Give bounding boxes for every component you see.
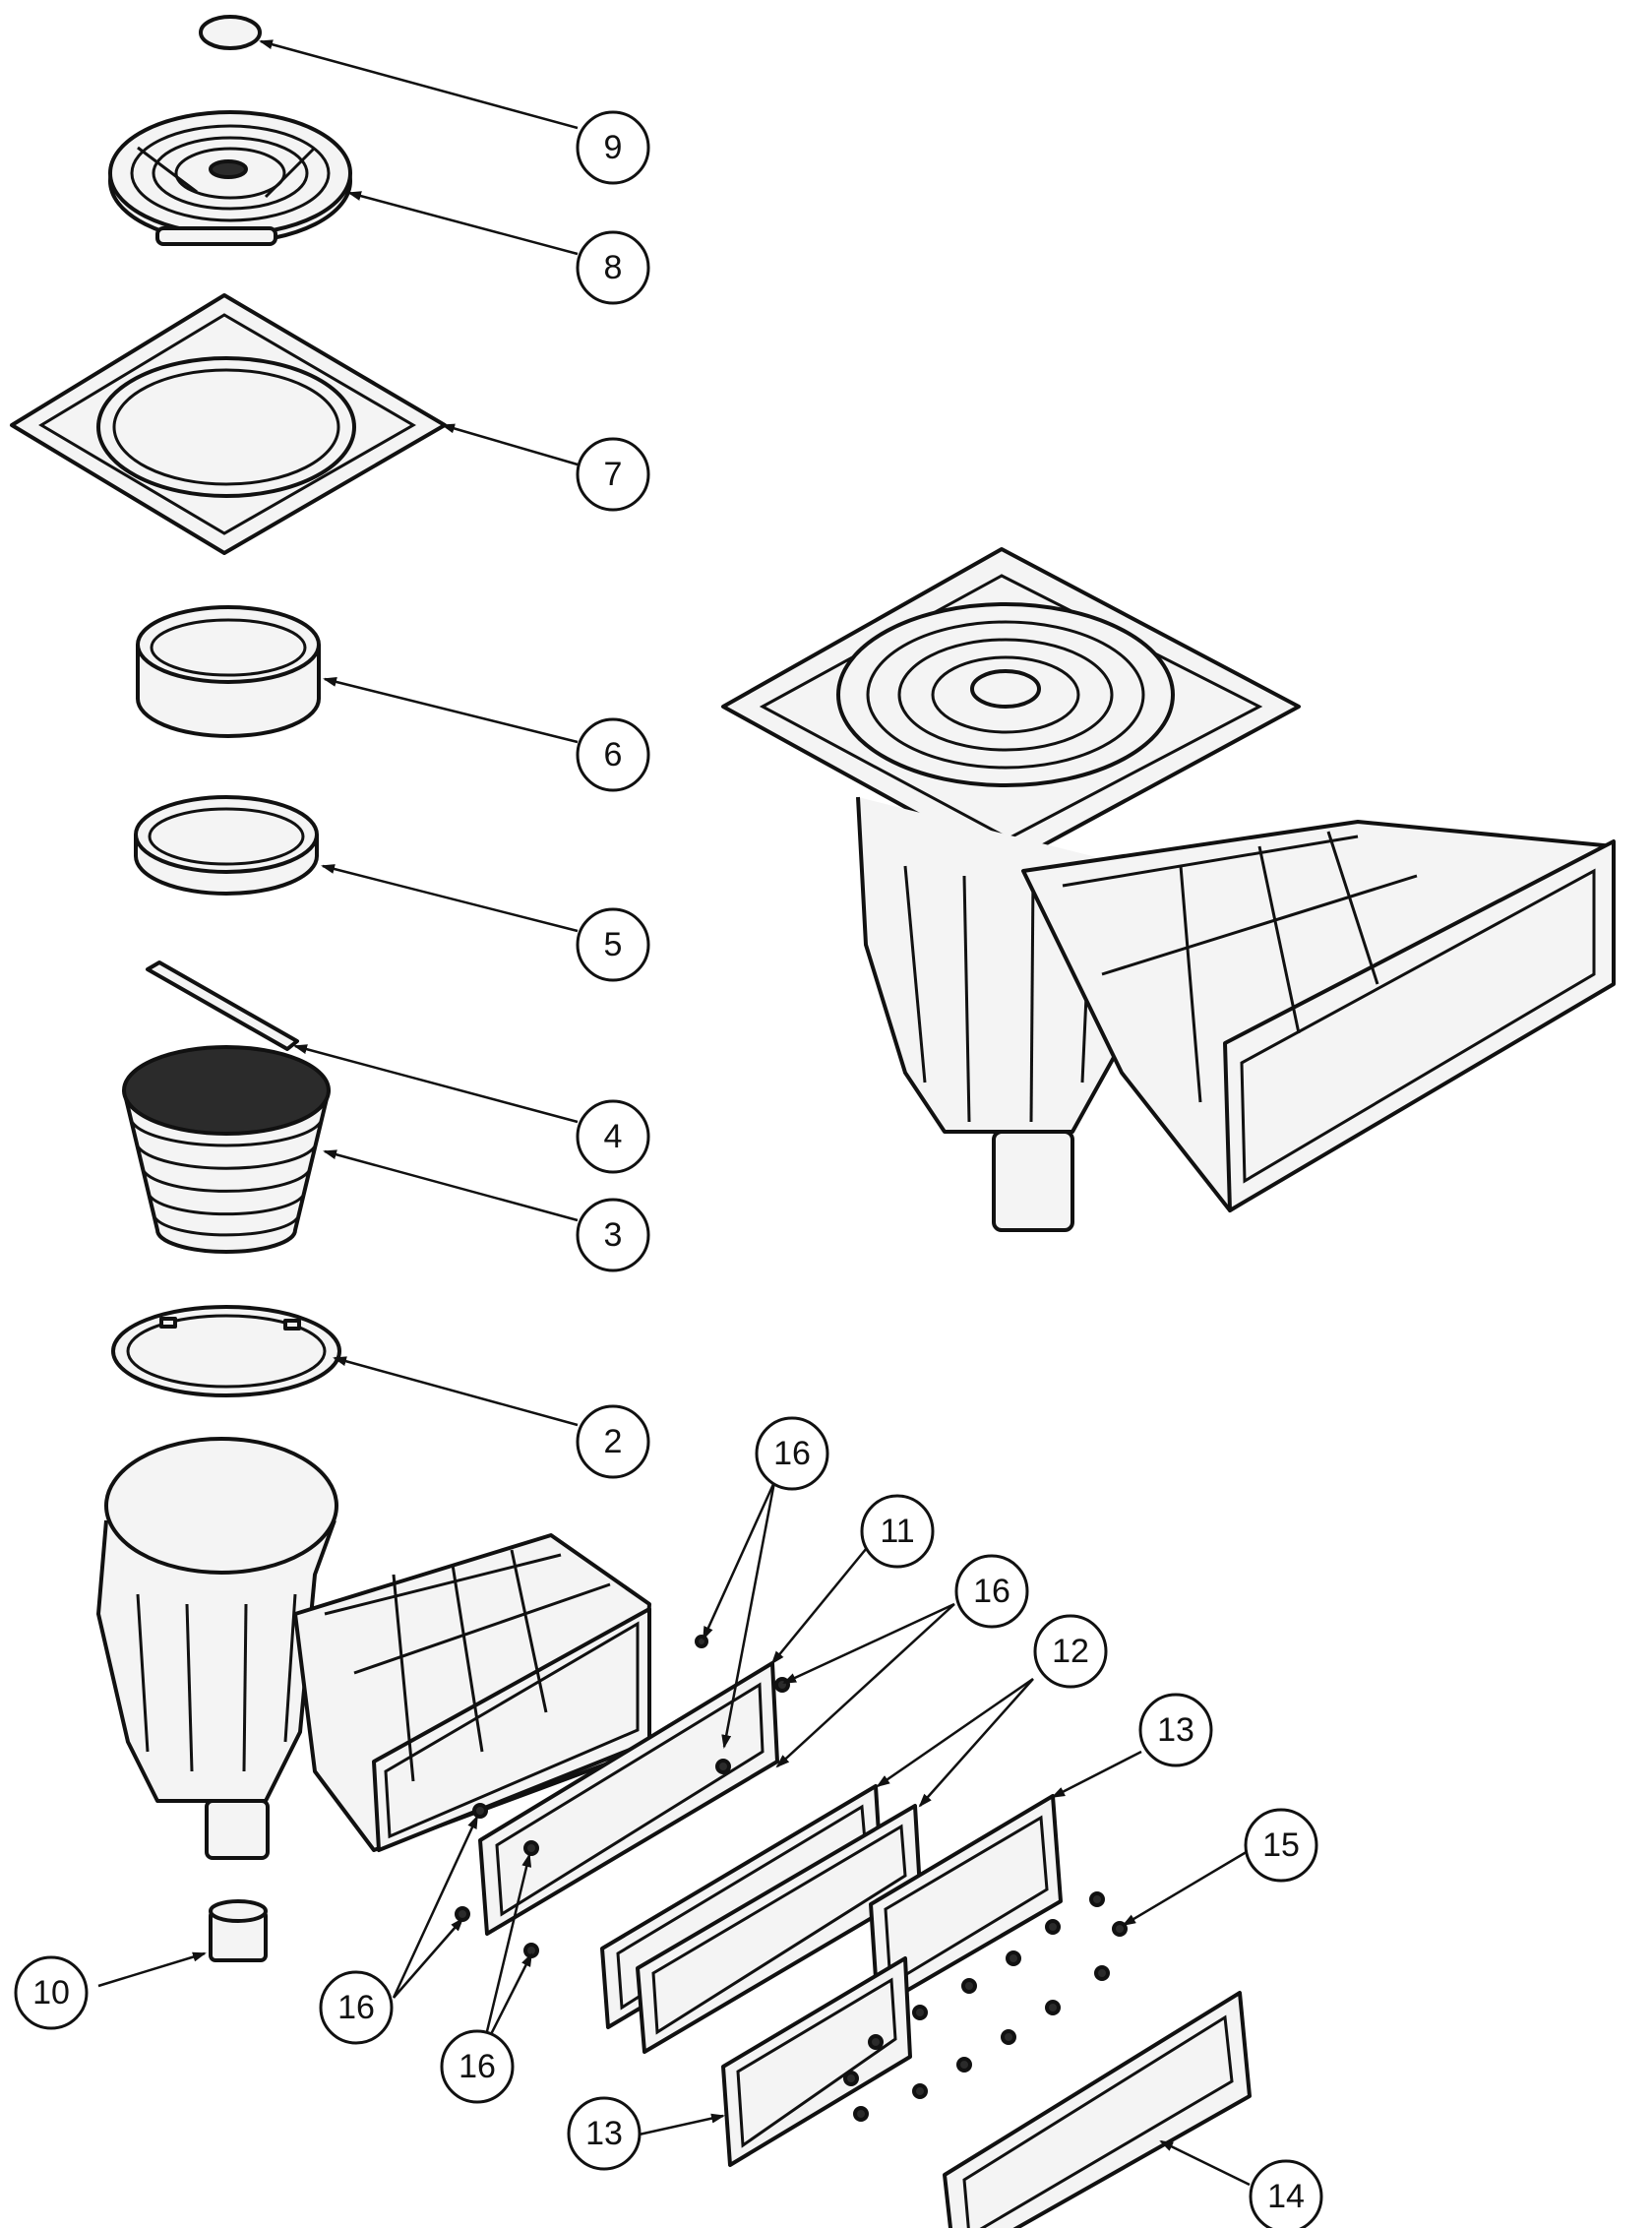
svg-text:7: 7 [604, 456, 623, 493]
part-5-ring [134, 795, 319, 896]
callout-16-left: 16 [319, 1970, 394, 2045]
skimmer-body-exploded [96, 1437, 651, 1860]
svg-text:15: 15 [1262, 1826, 1300, 1864]
svg-text:4: 4 [604, 1118, 623, 1155]
callout-5: 5 [576, 907, 650, 982]
callout-10: 10 [14, 1955, 89, 2030]
callout-15: 15 [1244, 1808, 1318, 1883]
svg-text:13: 13 [1157, 1711, 1194, 1749]
part-3-basket [122, 1045, 331, 1254]
callout-13-right: 13 [1138, 1693, 1213, 1767]
callout-13-bottom: 13 [567, 2096, 642, 2171]
part-12-gaskets [600, 1784, 922, 2054]
svg-text:2: 2 [604, 1423, 623, 1460]
part-14-front-trim [943, 1991, 1252, 2228]
svg-text:9: 9 [604, 129, 623, 166]
callout-9: 9 [576, 110, 650, 185]
svg-text:16: 16 [973, 1573, 1010, 1610]
callout-2: 2 [576, 1404, 650, 1479]
svg-text:14: 14 [1267, 2178, 1305, 2215]
part-8-lid [108, 110, 352, 246]
svg-text:5: 5 [604, 926, 623, 963]
svg-text:16: 16 [773, 1435, 811, 1472]
part-6-collar [136, 605, 321, 738]
svg-text:16: 16 [459, 2048, 496, 2085]
svg-text:11: 11 [880, 1513, 914, 1550]
callout-3: 3 [576, 1198, 650, 1272]
callout-8: 8 [576, 230, 650, 305]
assembled-skimmer [721, 547, 1616, 1232]
callout-16-bottom: 16 [440, 2029, 515, 2104]
svg-text:3: 3 [604, 1216, 623, 1254]
callout-6: 6 [576, 717, 650, 792]
svg-text:8: 8 [604, 249, 623, 286]
callout-14: 14 [1249, 2159, 1323, 2228]
callout-11: 11 [860, 1494, 935, 1569]
part-13-frames [721, 1794, 1063, 2167]
callout-4: 4 [576, 1099, 650, 1174]
svg-text:6: 6 [604, 736, 623, 774]
part-7-deck-frame [10, 293, 447, 555]
callout-16-mid: 16 [954, 1554, 1029, 1629]
svg-text:13: 13 [585, 2115, 623, 2152]
svg-text:10: 10 [32, 1974, 70, 2011]
callout-16-top: 16 [755, 1416, 829, 1491]
part-2-gasket [111, 1305, 341, 1397]
part-10-adapter [209, 1899, 268, 1962]
svg-text:16: 16 [337, 1989, 375, 2026]
callout-7: 7 [576, 437, 650, 512]
svg-text:12: 12 [1052, 1633, 1089, 1670]
part-4-handle [146, 960, 299, 1051]
screws [455, 1635, 1128, 2122]
callout-12: 12 [1033, 1614, 1108, 1689]
part-9-oring [199, 15, 262, 50]
